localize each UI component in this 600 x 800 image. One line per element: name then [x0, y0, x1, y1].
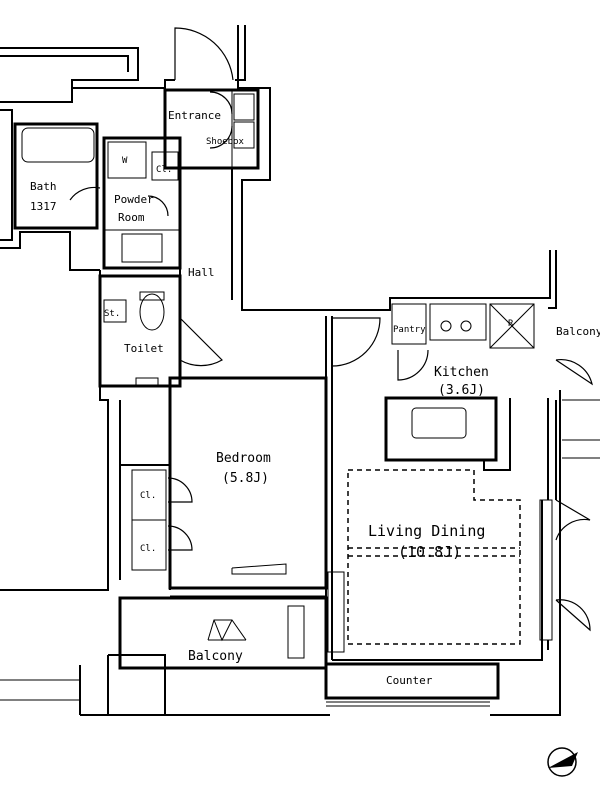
powder-room-label-1: Powder: [114, 193, 154, 206]
bath-size-label: 1317: [30, 200, 57, 213]
interior-walls: [0, 88, 600, 707]
kitchen-size-label: (3.6J): [438, 383, 485, 398]
closet-small-label: Cl.: [156, 165, 172, 175]
balcony-right-label: Balcony: [556, 325, 600, 338]
exterior-walls: [0, 25, 561, 716]
counter-label: Counter: [386, 674, 433, 687]
storage-label: St.: [104, 309, 120, 319]
balcony-bottom-label: Balcony: [188, 649, 243, 664]
entrance-label: Entrance: [168, 109, 221, 122]
living-dining-size-label: (10.8J): [398, 543, 461, 561]
bedroom-label: Bedroom: [216, 451, 271, 466]
living-dining-label: Living Dining: [368, 522, 485, 540]
kitchen-label: Kitchen: [434, 365, 489, 380]
door-swings: [69, 27, 593, 632]
washer-label: W: [122, 156, 128, 166]
closet-1-label: Cl.: [140, 491, 156, 501]
bath-label: Bath: [30, 180, 57, 193]
room-labels: Entrance Shoebox Bath 1317 Powder Room H…: [30, 109, 600, 687]
toilet-label: Toilet: [124, 342, 164, 355]
living-dining-dashed-area: [347, 469, 521, 645]
powder-room-label-2: Room: [118, 211, 145, 224]
hall-label: Hall: [188, 266, 215, 279]
refrigerator-label: R: [508, 319, 514, 329]
closet-2-label: Cl.: [140, 544, 156, 554]
pantry-label: Pantry: [393, 325, 426, 335]
bedroom-size-label: (5.8J): [222, 471, 269, 486]
north-arrow-icon: [547, 747, 578, 777]
shoebox-label: Shoebox: [206, 137, 245, 147]
